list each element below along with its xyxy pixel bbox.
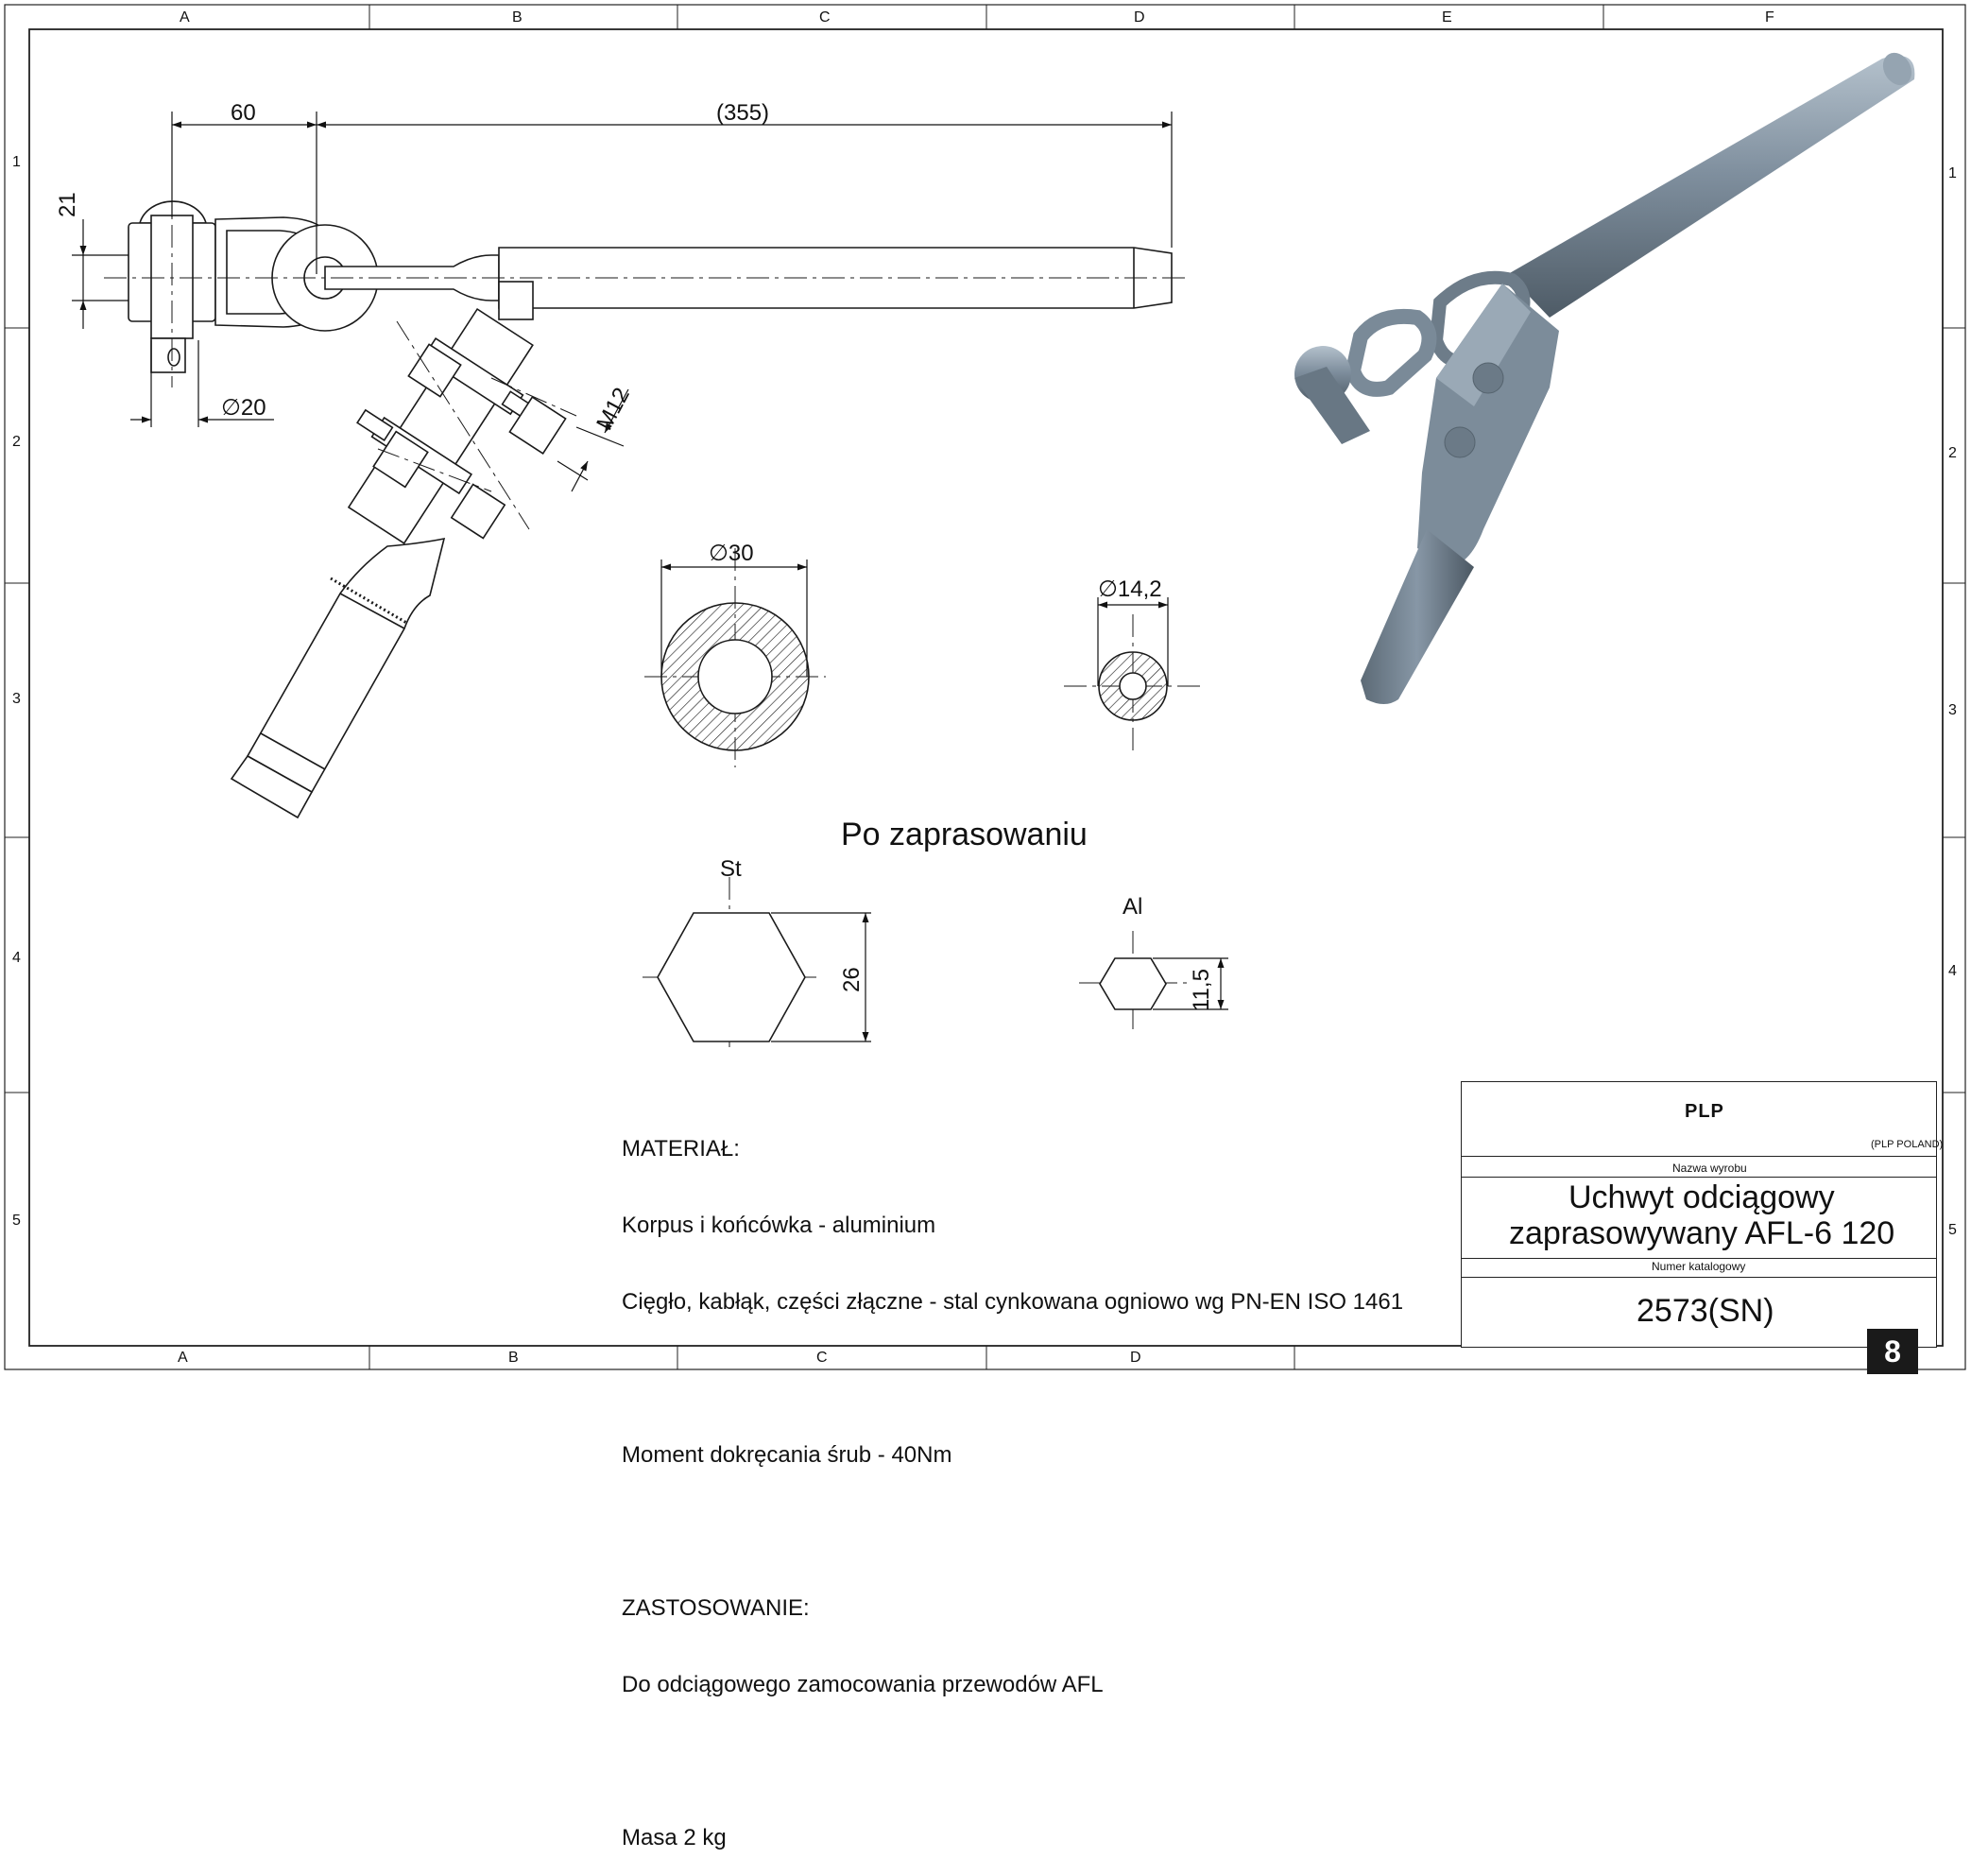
- note-line: Do odciągowego zamocowania przewodów AFL: [622, 1672, 1104, 1697]
- col-label-a-top: A: [180, 9, 190, 26]
- note-line: [622, 1366, 1403, 1391]
- section-tube-30: [660, 602, 810, 751]
- tb-divider: [1462, 1277, 1936, 1278]
- section-rod-14: [1098, 651, 1168, 721]
- title-block: [1461, 1081, 1937, 1348]
- col-label-a-bottom: A: [178, 1350, 188, 1366]
- company-name: (PLP POLAND): [1871, 1139, 1944, 1150]
- dim-355: (355): [716, 100, 770, 126]
- dim-21: 21: [55, 192, 80, 217]
- col-label-f-top: F: [1765, 9, 1774, 26]
- sheet-number: 8: [1867, 1329, 1918, 1374]
- logo-text: PLP: [1685, 1101, 1724, 1122]
- col-label-c-top: C: [819, 9, 831, 26]
- section-label-al: Al: [1123, 894, 1143, 920]
- row-label-2-left: 2: [12, 434, 21, 450]
- catalog-number: 2573(SN): [1637, 1293, 1774, 1329]
- col-label-d-top: D: [1134, 9, 1145, 26]
- row-label-3-right: 3: [1948, 702, 1957, 718]
- side-view: [128, 200, 1173, 819]
- row-label-4-right: 4: [1948, 963, 1957, 979]
- row-label-3-left: 3: [12, 691, 21, 707]
- dim-26: 26: [839, 967, 865, 992]
- material-notes: MATERIAŁ: Korpus i końcówka - aluminium …: [622, 1085, 1403, 1876]
- row-label-1-left: 1: [12, 154, 21, 170]
- note-line: Cięgło, kabłąk, części złączne - stal cy…: [622, 1289, 1404, 1315]
- row-label-4-left: 4: [12, 950, 21, 966]
- col-label-b-bottom: B: [508, 1350, 519, 1366]
- col-label-e-top: E: [1442, 9, 1452, 26]
- product-name-line2: zaprasowywany AFL-6 120: [1509, 1215, 1895, 1251]
- note-line: Masa 2 kg: [622, 1825, 727, 1850]
- note-line: MATERIAŁ:: [622, 1136, 740, 1162]
- tb-divider: [1462, 1156, 1936, 1157]
- dimension-lines: [72, 112, 1228, 1042]
- section-label-st: St: [720, 856, 742, 882]
- hex-st: [657, 912, 806, 1042]
- note-line: [622, 1519, 1403, 1544]
- col-label-d-bottom: D: [1130, 1350, 1141, 1366]
- col-label-b-top: B: [512, 9, 523, 26]
- dim-diameter-30: ∅30: [709, 541, 754, 566]
- dim-diameter-20: ∅20: [221, 395, 266, 421]
- hex-al: [1099, 957, 1167, 1010]
- note-line: Korpus i końcówka - aluminium: [622, 1213, 936, 1238]
- note-line: Moment dokręcania śrub - 40Nm: [622, 1442, 952, 1468]
- tb-divider: [1462, 1258, 1936, 1259]
- tb-divider: [1462, 1177, 1936, 1178]
- row-label-2-right: 2: [1948, 445, 1957, 461]
- drawing-sheet: [4, 4, 1966, 1370]
- dim-60: 60: [231, 100, 256, 126]
- product-name-label: Nazwa wyrobu: [1672, 1162, 1747, 1175]
- row-label-5-right: 5: [1948, 1222, 1957, 1238]
- note-line: [622, 1748, 1403, 1774]
- dim-diameter-14-2: ∅14,2: [1098, 577, 1162, 602]
- dim-11-5: 11,5: [1189, 969, 1214, 1011]
- product-name-line1: Uchwyt odciągowy: [1568, 1179, 1835, 1215]
- note-line: ZASTOSOWANIE:: [622, 1595, 810, 1621]
- row-label-1-right: 1: [1948, 165, 1957, 181]
- sheet-frame: [4, 4, 1966, 1370]
- col-label-c-bottom: C: [816, 1350, 828, 1366]
- product-render: [1294, 52, 1915, 704]
- catalog-number-label: Numer katalogowy: [1652, 1260, 1746, 1273]
- section-title: Po zaprasowaniu: [841, 817, 1088, 852]
- row-label-5-left: 5: [12, 1213, 21, 1229]
